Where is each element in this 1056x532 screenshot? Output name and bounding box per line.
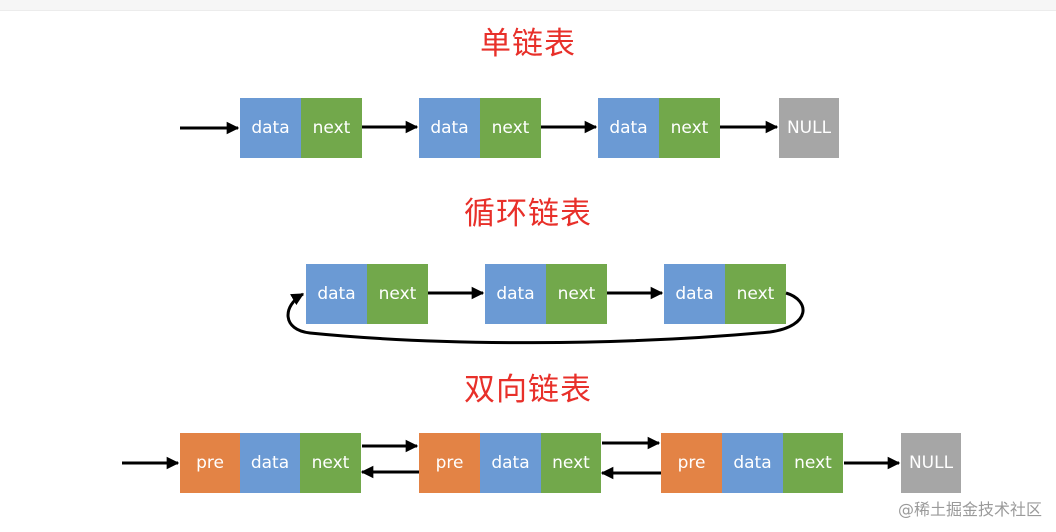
doubly-node-2-data: data [480, 433, 541, 493]
circular-node-3-data: data [664, 264, 725, 324]
doubly-node-1-data: data [240, 433, 300, 493]
single-node-1-data: data [240, 98, 301, 158]
circular-node-1-next: next [367, 264, 428, 324]
single-node-1-next: next [301, 98, 362, 158]
doubly-node-3-next: next [783, 433, 843, 493]
circular-loop-arrow [286, 291, 805, 345]
single-null: NULL [779, 98, 839, 158]
single-node-3-next: next [659, 98, 720, 158]
circular-node-1-data: data [306, 264, 367, 324]
circular-list-title: 循环链表 [464, 196, 592, 232]
doubly-node-1-next: next [300, 433, 361, 493]
single-node-2-next: next [480, 98, 541, 158]
doubly-node-2-pre: pre [419, 433, 480, 493]
circular-node-3-next: next [725, 264, 786, 324]
doubly-list-title: 双向链表 [464, 372, 592, 408]
circular-node-2-data: data [485, 264, 546, 324]
doubly-null: NULL [901, 433, 961, 493]
watermark: @稀土掘金技术社区 [897, 500, 1042, 519]
doubly-node-2-next: next [541, 433, 601, 493]
single-node-3-data: data [598, 98, 659, 158]
single-node-2-data: data [419, 98, 480, 158]
doubly-node-1-pre: pre [180, 433, 240, 493]
circular-node-2-next: next [546, 264, 607, 324]
single-list-title: 单链表 [480, 26, 576, 62]
top-bar [0, 0, 1056, 11]
doubly-node-3-data: data [722, 433, 783, 493]
doubly-node-3-pre: pre [661, 433, 722, 493]
